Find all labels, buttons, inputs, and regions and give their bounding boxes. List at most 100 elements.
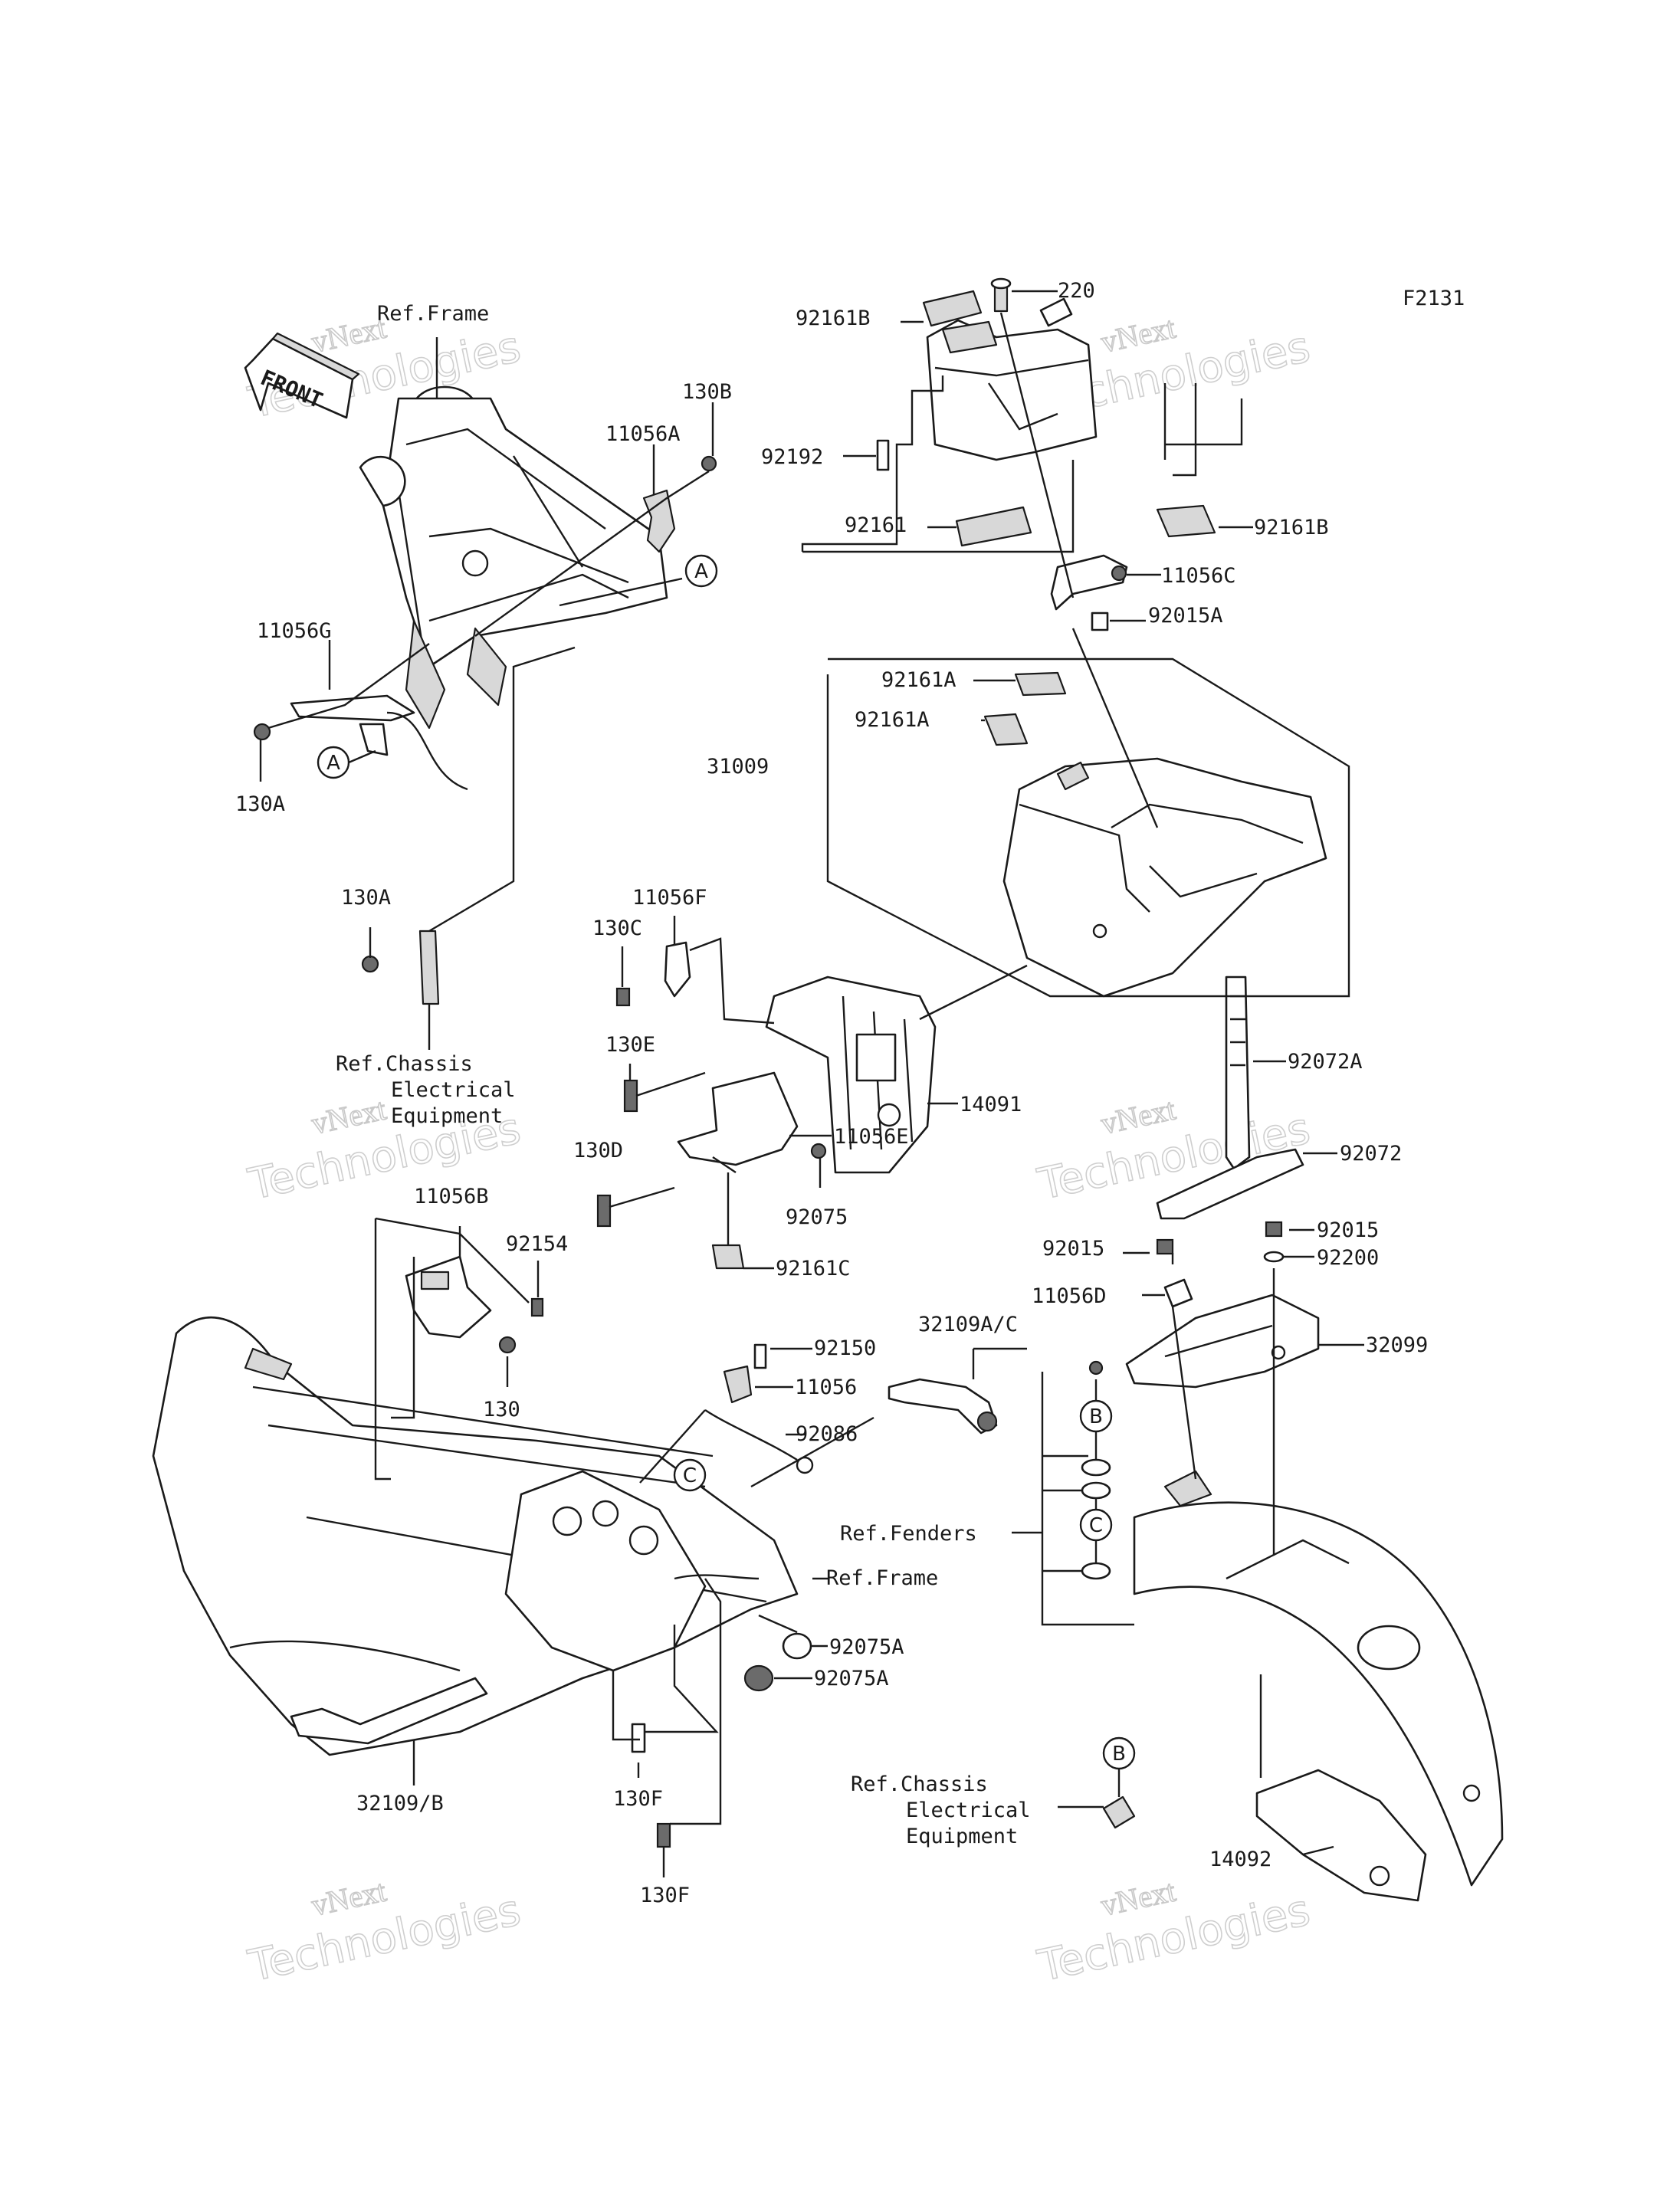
label-92075: 92075 [786,1205,848,1229]
label-92161A-lower: 92161A [855,708,930,732]
label-92015-right: 92015 [1317,1218,1379,1242]
part-130E-bolt [623,1079,638,1113]
label-130C: 130C [592,917,642,940]
ref-frame-top-label: Ref.Frame [377,302,489,326]
label-11056G: 11056G [257,619,332,643]
label-92161B-top: 92161B [796,307,871,330]
label-11056B: 11056B [414,1185,489,1208]
part-11056-clamp [723,1365,753,1404]
label-92161: 92161 [845,513,907,537]
part-92015A-nut [1091,612,1109,631]
label-92161B-right: 92161B [1254,516,1329,539]
label-92015A: 92015A [1148,604,1223,628]
frame-head-section [359,385,668,730]
label-130F-lower: 130F [640,1884,690,1907]
leader-lines [259,290,1364,1877]
part-32109B-bar [290,1677,488,1745]
part-130A-strap [361,930,440,1005]
label-92072: 92072 [1340,1142,1402,1166]
svg-text:Equipment: Equipment [391,1104,503,1128]
marker-B-lower: B [1102,1736,1136,1770]
marker-C-mid: C [673,1458,707,1492]
part-220-bolt [990,277,1012,313]
rear-fender [1133,1470,1504,1887]
svg-text:Equipment: Equipment [906,1825,1018,1848]
label-11056: 11056 [795,1376,857,1399]
svg-text:Ref.Chassis: Ref.Chassis [336,1052,473,1076]
part-130F-bolt-lower [656,1822,671,1848]
part-92072A-strap [1225,976,1251,1170]
part-92075-grommet [810,1143,827,1159]
part-130-nut [498,1336,517,1354]
svg-text:B: B [1112,1743,1126,1766]
svg-text:C: C [1089,1514,1103,1537]
part-11056F-clamp [664,941,691,998]
marker-C-right: C [1079,1508,1113,1542]
fender-washers [1081,1360,1111,1580]
svg-text:Ref.Chassis: Ref.Chassis [851,1772,988,1796]
part-32109AC-bar [888,1378,998,1435]
part-14091-bracket [765,976,937,1174]
label-32099: 32099 [1366,1333,1428,1357]
part-92161B-pad-right [1156,504,1216,538]
label-130: 130 [483,1398,520,1421]
ecu-tray-assembly [926,297,1098,461]
label-92086: 92086 [796,1422,858,1446]
label-92192: 92192 [761,445,823,469]
part-11056C-bracket [1050,554,1128,611]
label-130E: 130E [605,1033,655,1057]
label-92015-left: 92015 [1042,1237,1104,1261]
watermark-bottom-right: vNext Technologies [1033,1873,1315,1992]
ref-frame-mid-label: Ref.Frame [826,1566,938,1590]
label-11056A: 11056A [605,422,681,446]
diagram-code: F2131 [1403,287,1465,310]
label-32109AC: 32109A/C [918,1313,1018,1336]
part-labels: 220 92161B 92192 92161 92161B 11056C 920… [235,279,1428,1907]
part-92075A-damper-1 [782,1632,812,1660]
label-11056F: 11056F [632,886,707,910]
marker-B-right: B [1079,1399,1113,1433]
part-92075A-damper-2 [743,1664,774,1692]
label-130F-upper: 130F [613,1787,663,1811]
part-92154-bolt [530,1297,544,1317]
label-92154: 92154 [506,1232,568,1256]
label-130B: 130B [682,380,732,404]
part-92192-pin [876,439,890,471]
part-92200-washer [1263,1251,1285,1263]
svg-text:A: A [694,560,708,583]
part-92161C-pad [711,1244,745,1270]
label-92161C: 92161C [776,1257,851,1280]
part-11056G-bracket [253,694,468,791]
part-92161B-pad-top [922,290,983,327]
part-92086-wire [704,1409,814,1474]
label-11056E: 11056E [834,1125,909,1149]
watermark-mid-right: vNext Technologies [1033,1091,1315,1211]
part-92015-nut-right [1265,1221,1283,1238]
watermark-bottom-left: vNext Technologies [244,1873,526,1992]
ref-chassis-elec-label-1: Ref.Chassis Electrical Equipment [336,1052,516,1128]
label-130D: 130D [573,1139,623,1162]
label-31009: 31009 [707,755,769,779]
marker-A-left: A [317,746,350,779]
chassis-elec-clamp [1102,1795,1136,1829]
part-92015-nut-left [1156,1238,1174,1255]
label-130A-upper: 130A [235,792,285,816]
ref-fenders-label: Ref.Fenders [840,1522,977,1546]
svg-text:Electrical: Electrical [906,1799,1031,1822]
label-14091: 14091 [960,1093,1022,1117]
label-11056C: 11056C [1161,564,1236,588]
part-11056B-bracket [405,1255,492,1339]
label-92072A: 92072A [1288,1050,1363,1074]
label-92075A-lower: 92075A [814,1667,889,1690]
part-92150-bolt [753,1343,767,1369]
label-11056D: 11056D [1032,1284,1107,1308]
svg-text:C: C [683,1464,697,1487]
part-92161A-pad-upper [1014,671,1067,697]
label-130A-lower: 130A [341,886,391,910]
part-11056D-bracket [1163,1278,1193,1308]
marker-A-top: A [684,554,718,588]
part-130D-bolt [596,1194,612,1228]
label-92161A-upper: 92161A [881,668,956,692]
